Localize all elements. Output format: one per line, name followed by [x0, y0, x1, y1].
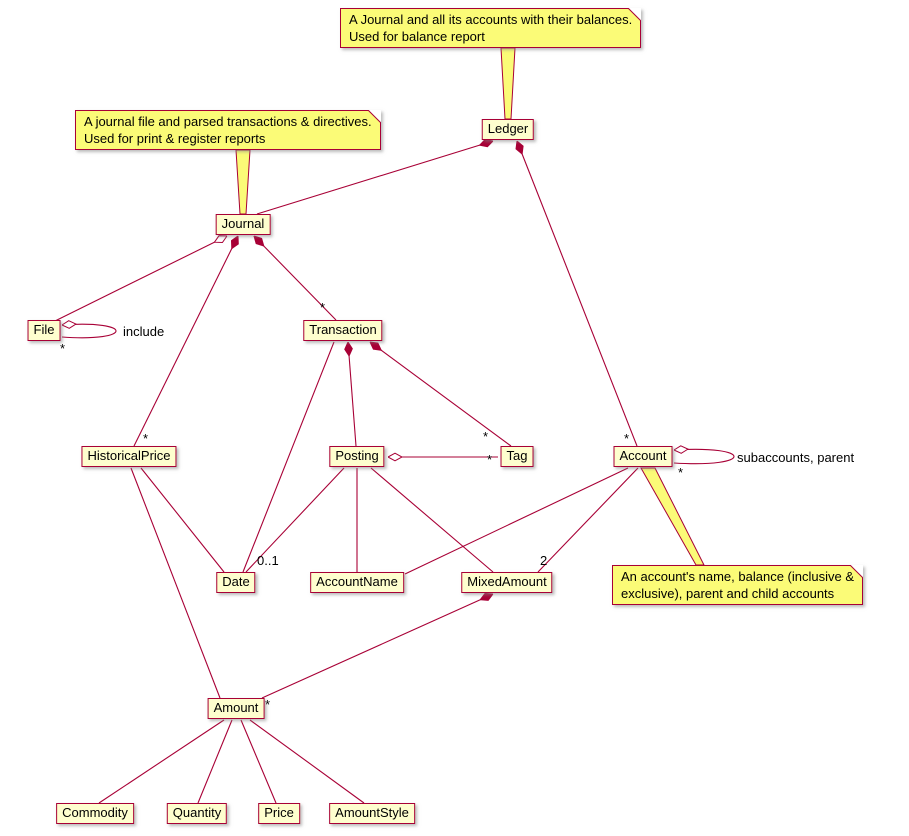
edge-journal-file	[54, 236, 227, 322]
self-loop-account-subaccounts	[674, 449, 735, 465]
class-node-transaction: Transaction	[303, 320, 383, 341]
edge-ledger-account	[517, 141, 638, 447]
class-node-historicalprice: HistoricalPrice	[81, 446, 177, 467]
class-node-ledger: Ledger	[481, 119, 535, 140]
note-text-line: Used for balance report	[349, 29, 485, 44]
edge-account-accountname	[404, 467, 629, 575]
edge-multiplicity-label: *	[487, 452, 492, 467]
note-text-line: A journal file and parsed transactions &…	[84, 114, 372, 129]
class-node-amountstyle: AmountStyle	[329, 803, 415, 824]
edge-historicalprice-amount	[130, 467, 221, 699]
edge-amount-amountstyle	[249, 719, 365, 804]
edge-account-mixedamount	[537, 467, 639, 573]
note-text-line: exclusive), parent and child accounts	[621, 586, 835, 601]
uml-note-journal: A journal file and parsed transactions &…	[75, 110, 381, 150]
loop-role-label: include	[123, 324, 164, 339]
edge-ledger-journal	[256, 141, 493, 215]
edge-multiplicity-label: *	[483, 429, 488, 444]
class-node-tag: Tag	[500, 446, 534, 467]
edge-historicalprice-date	[140, 467, 225, 573]
uml-note-ledger: A Journal and all its accounts with thei…	[340, 8, 642, 48]
edge-amount-quantity	[197, 719, 233, 804]
note-text-line: A Journal and all its accounts with thei…	[349, 12, 633, 27]
class-node-account: Account	[613, 446, 673, 467]
note-fold-icon	[628, 8, 642, 21]
edge-journal-historicalprice	[133, 236, 238, 447]
class-node-accountname: AccountName	[310, 572, 404, 593]
edge-transaction-posting	[348, 342, 357, 447]
edge-transaction-date	[242, 341, 335, 573]
note-fold-icon	[367, 110, 381, 123]
edge-mixedamount-amount	[261, 594, 493, 699]
class-node-posting: Posting	[329, 446, 385, 467]
loop-multiplicity-label: *	[678, 465, 683, 480]
edge-multiplicity-label: *	[320, 300, 325, 315]
edge-multiplicity-label: 0..1	[257, 553, 279, 568]
edge-amount-price	[240, 719, 277, 804]
note-text-line: An account's name, balance (inclusive &	[621, 569, 854, 584]
class-node-commodity: Commodity	[56, 803, 134, 824]
class-node-journal: Journal	[215, 214, 271, 235]
class-node-quantity: Quantity	[166, 803, 228, 824]
class-node-date: Date	[216, 572, 256, 593]
edge-posting-mixedamount	[370, 467, 494, 573]
edge-amount-commodity	[98, 719, 225, 804]
edge-multiplicity-label: *	[624, 431, 629, 446]
edge-multiplicity-label: 2	[540, 553, 547, 568]
edge-multiplicity-label: *	[143, 431, 148, 446]
class-node-price: Price	[258, 803, 300, 824]
edge-journal-transaction	[254, 236, 337, 321]
class-node-mixedamount: MixedAmount	[461, 572, 553, 593]
class-node-file: File	[27, 320, 61, 341]
note-fold-icon	[850, 565, 863, 578]
class-node-amount: Amount	[207, 698, 265, 719]
self-loop-file-include	[62, 324, 117, 339]
loop-multiplicity-label: *	[60, 341, 65, 356]
edge-posting-date	[245, 467, 345, 573]
edge-multiplicity-label: *	[265, 697, 270, 712]
note-text-line: Used for print & register reports	[84, 131, 266, 146]
edge-transaction-tag	[370, 342, 512, 447]
uml-note-account: An account's name, balance (inclusive & e…	[612, 565, 863, 605]
loop-role-label: subaccounts, parent	[737, 450, 854, 465]
